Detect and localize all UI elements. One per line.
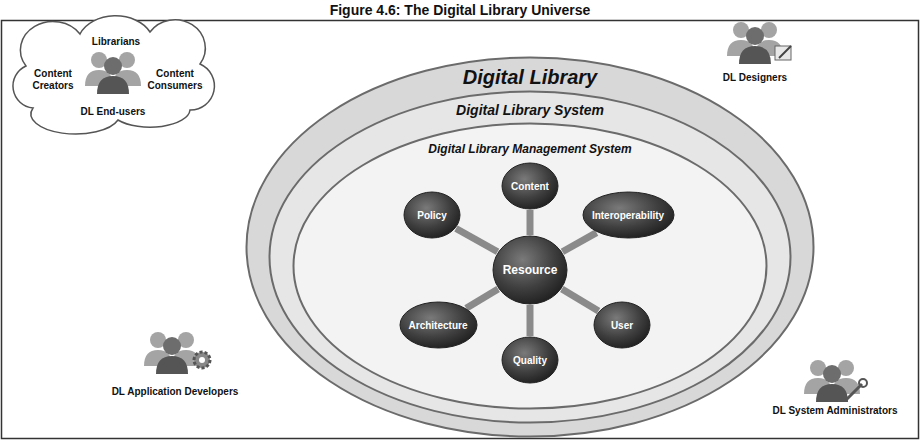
sphere-shape bbox=[502, 337, 558, 383]
concept-sphere: Quality bbox=[501, 336, 559, 384]
figure-frame bbox=[2, 21, 919, 439]
sphere-shape bbox=[594, 302, 650, 348]
concept-label: Quality bbox=[513, 355, 547, 366]
concept-label: Policy bbox=[417, 210, 446, 221]
dlms-ring: Digital Library Management SystemResourc… bbox=[292, 122, 768, 410]
designers-icon bbox=[727, 22, 791, 64]
spoke-connector bbox=[527, 305, 534, 336]
ring-title: Digital Library System bbox=[268, 102, 792, 118]
concept-label: Content bbox=[511, 181, 549, 192]
concept-label: User bbox=[611, 320, 633, 331]
administrators-icon bbox=[804, 360, 867, 402]
concept-sphere: Policy bbox=[403, 191, 461, 239]
end-users-icon bbox=[85, 52, 141, 94]
concept-label: Architecture bbox=[409, 320, 468, 331]
role-label: Content Consumers bbox=[142, 68, 208, 92]
concept-label: Interoperability bbox=[592, 210, 664, 221]
developers-icon bbox=[144, 332, 210, 374]
end-users-cloud: LibrariansContent Creators Content Consum… bbox=[8, 20, 222, 132]
resource-hub: Resource bbox=[492, 235, 568, 305]
spoke-connector bbox=[562, 233, 596, 252]
spoke-connector bbox=[456, 228, 498, 251]
sphere-shape bbox=[400, 302, 477, 348]
actor-label: DL Application Developers bbox=[105, 386, 245, 398]
sphere-shape bbox=[493, 236, 567, 304]
ring-title: Digital Library Management System bbox=[292, 142, 768, 156]
sphere-shape bbox=[583, 192, 674, 238]
spoke-connector bbox=[466, 289, 498, 308]
role-label: Librarians bbox=[88, 36, 144, 48]
concept-label: Resource bbox=[503, 263, 558, 277]
role-label: DL End-users bbox=[63, 106, 163, 118]
concept-sphere: Content bbox=[501, 162, 559, 210]
ring-shape bbox=[270, 92, 791, 423]
ring-shape bbox=[247, 58, 814, 437]
sphere-shape bbox=[404, 192, 460, 238]
concept-sphere: Interoperability bbox=[582, 191, 675, 239]
spoke-connector bbox=[562, 289, 599, 311]
role-label: Content Creators bbox=[22, 68, 84, 92]
spoke-connector bbox=[527, 210, 534, 235]
cloud-shape bbox=[13, 16, 214, 134]
sphere-shape bbox=[502, 163, 558, 209]
figure-title: Figure 4.6: The Digital Library Universe bbox=[0, 2, 920, 18]
dl-system-ring: Digital Library SystemDigital Library Ma… bbox=[268, 90, 792, 424]
concept-sphere: User bbox=[593, 301, 651, 349]
concept-sphere: Architecture bbox=[399, 301, 478, 349]
digital-library-ring: Digital LibraryDigital Library SystemDig… bbox=[245, 56, 815, 438]
ring-title-block: Digital Library Management System bbox=[292, 142, 768, 156]
ring-title-block: Digital Library System bbox=[268, 102, 792, 118]
actor-label: DL System Administrators bbox=[765, 405, 905, 417]
ring-shape bbox=[294, 124, 767, 409]
actor-label: DL Designers bbox=[690, 72, 820, 84]
